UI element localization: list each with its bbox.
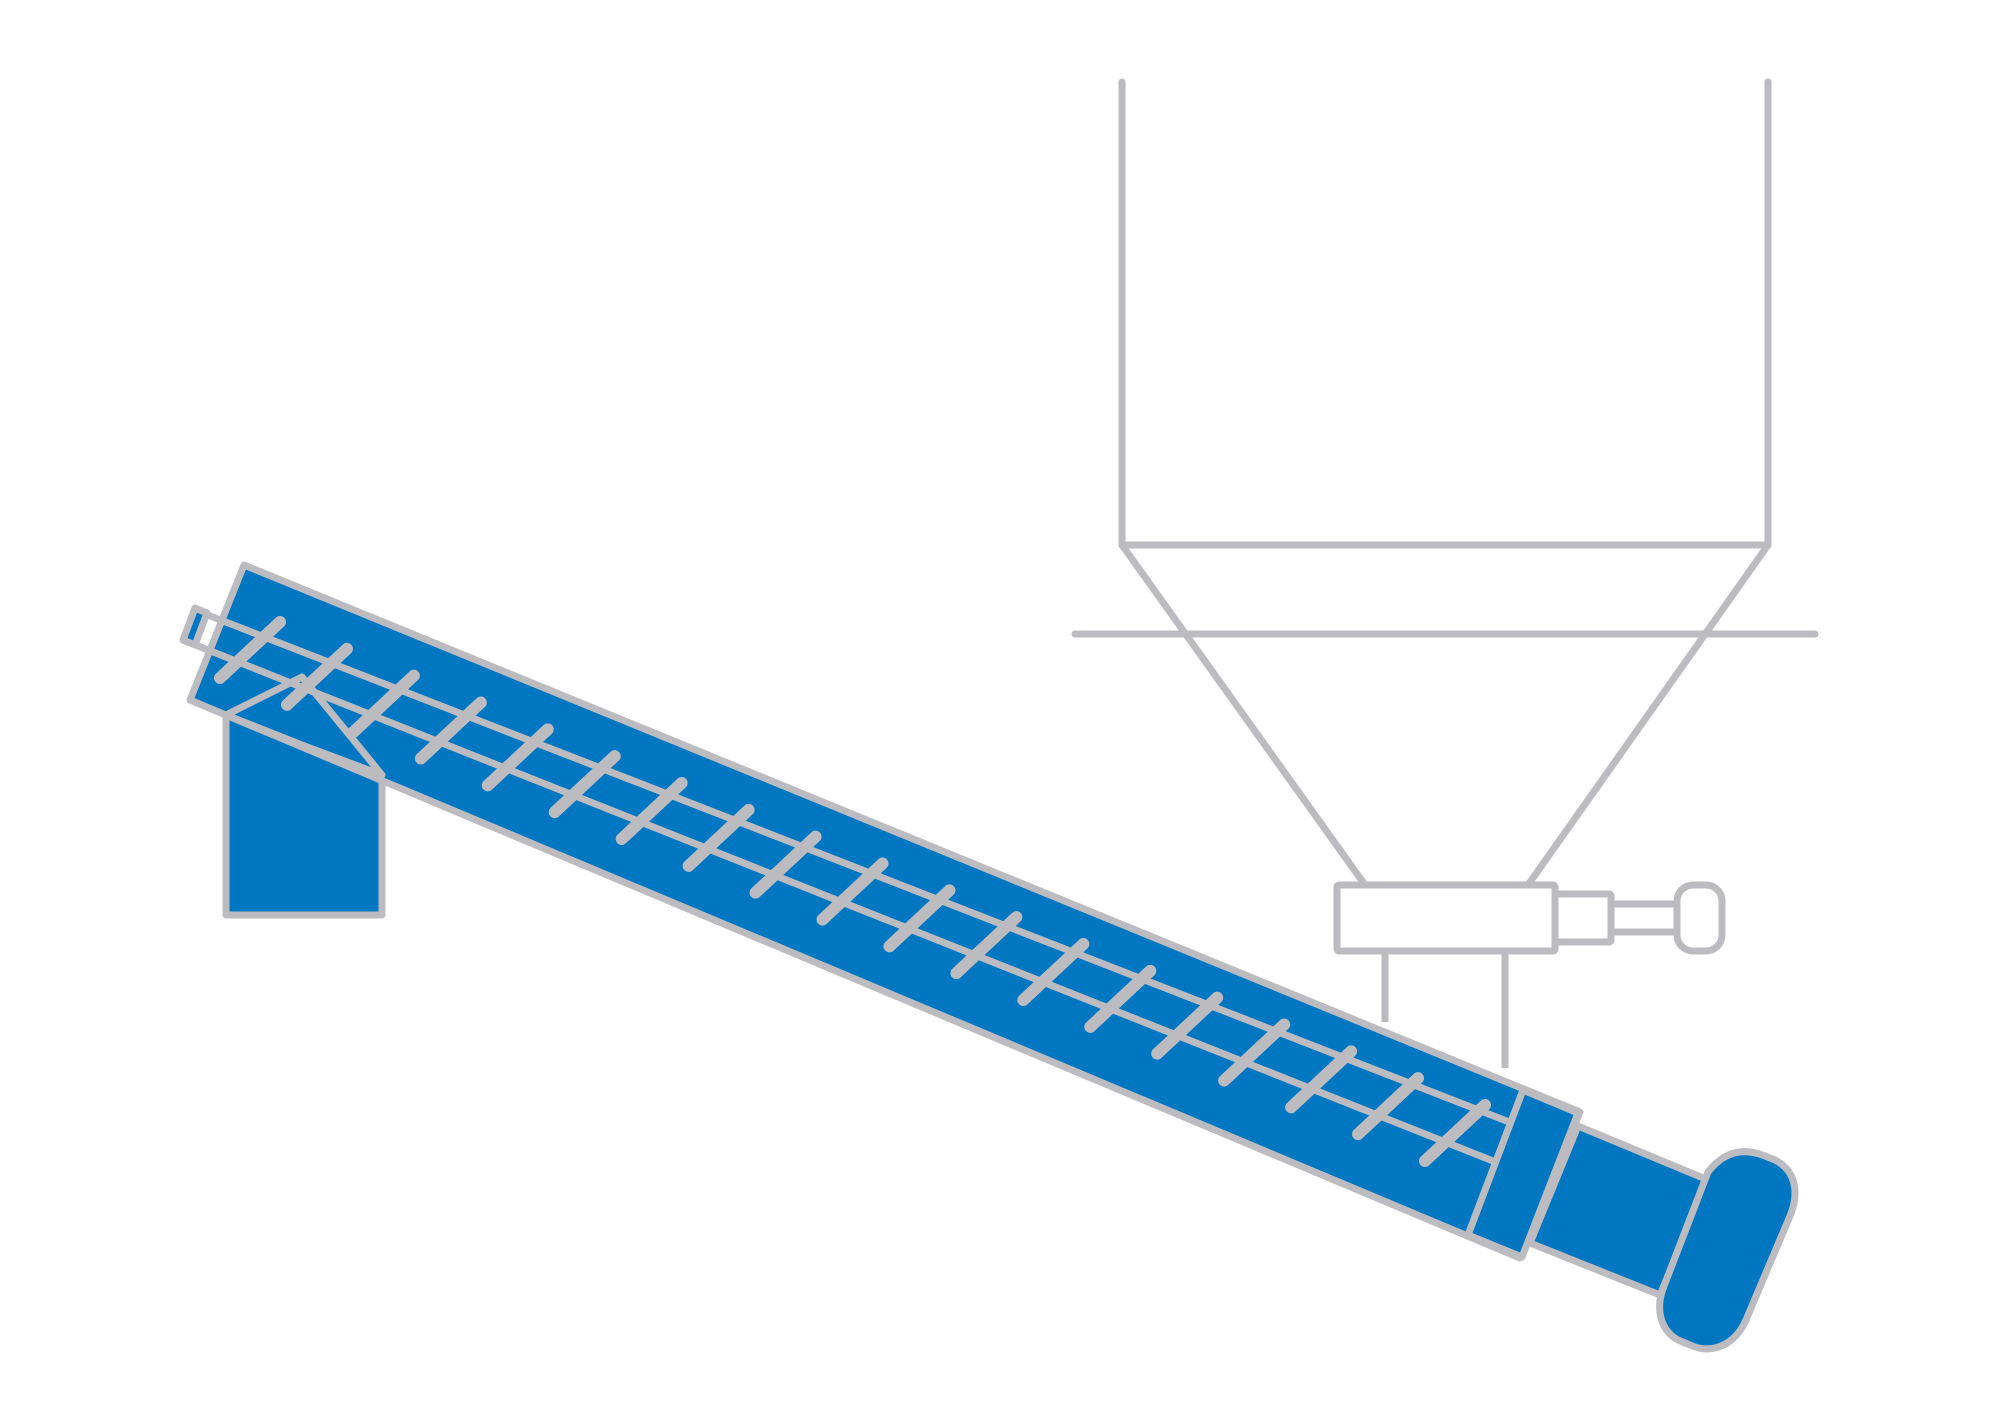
screw-flight — [1151, 991, 1224, 1060]
screw-flight — [548, 750, 621, 819]
screw-flight — [615, 777, 688, 845]
screw-flight — [816, 857, 889, 926]
screw-flight — [280, 642, 353, 711]
hopper — [1071, 78, 1819, 889]
screw-flight — [1084, 964, 1157, 1033]
hopper-cone-left — [1118, 541, 1369, 889]
screw-conveyor — [179, 561, 1799, 1353]
slide-gate — [1333, 881, 1726, 955]
slide-gate-handle — [1673, 881, 1726, 955]
screw-flight — [214, 616, 286, 684]
screw-flight — [347, 669, 420, 738]
screw-flights — [214, 616, 1491, 1167]
screw-shaft-top — [191, 606, 1526, 1131]
slide-gate-rod — [1607, 900, 1681, 936]
screw-flight — [1218, 1018, 1291, 1087]
screw-flight — [749, 830, 822, 899]
discharge-spout — [222, 673, 386, 779]
screw-flight — [1419, 1099, 1491, 1167]
slide-gate-actuator — [1551, 890, 1615, 946]
screw-flight — [414, 696, 487, 765]
drive-motor-icon — [1656, 1148, 1799, 1353]
screw-flight — [1285, 1045, 1358, 1114]
screw-flight — [1352, 1072, 1425, 1141]
hopper-cone-right — [1524, 541, 1772, 889]
drive-flange — [1464, 1086, 1582, 1261]
shaft-end-cap — [179, 604, 211, 649]
inlet-chute — [1381, 951, 1509, 1068]
screw-flight — [883, 884, 956, 953]
screw-flight — [682, 803, 755, 872]
slide-gate-body — [1333, 881, 1559, 955]
screw-flight — [1017, 938, 1090, 1006]
screw-flight — [481, 723, 554, 792]
screw-flight — [950, 911, 1023, 980]
